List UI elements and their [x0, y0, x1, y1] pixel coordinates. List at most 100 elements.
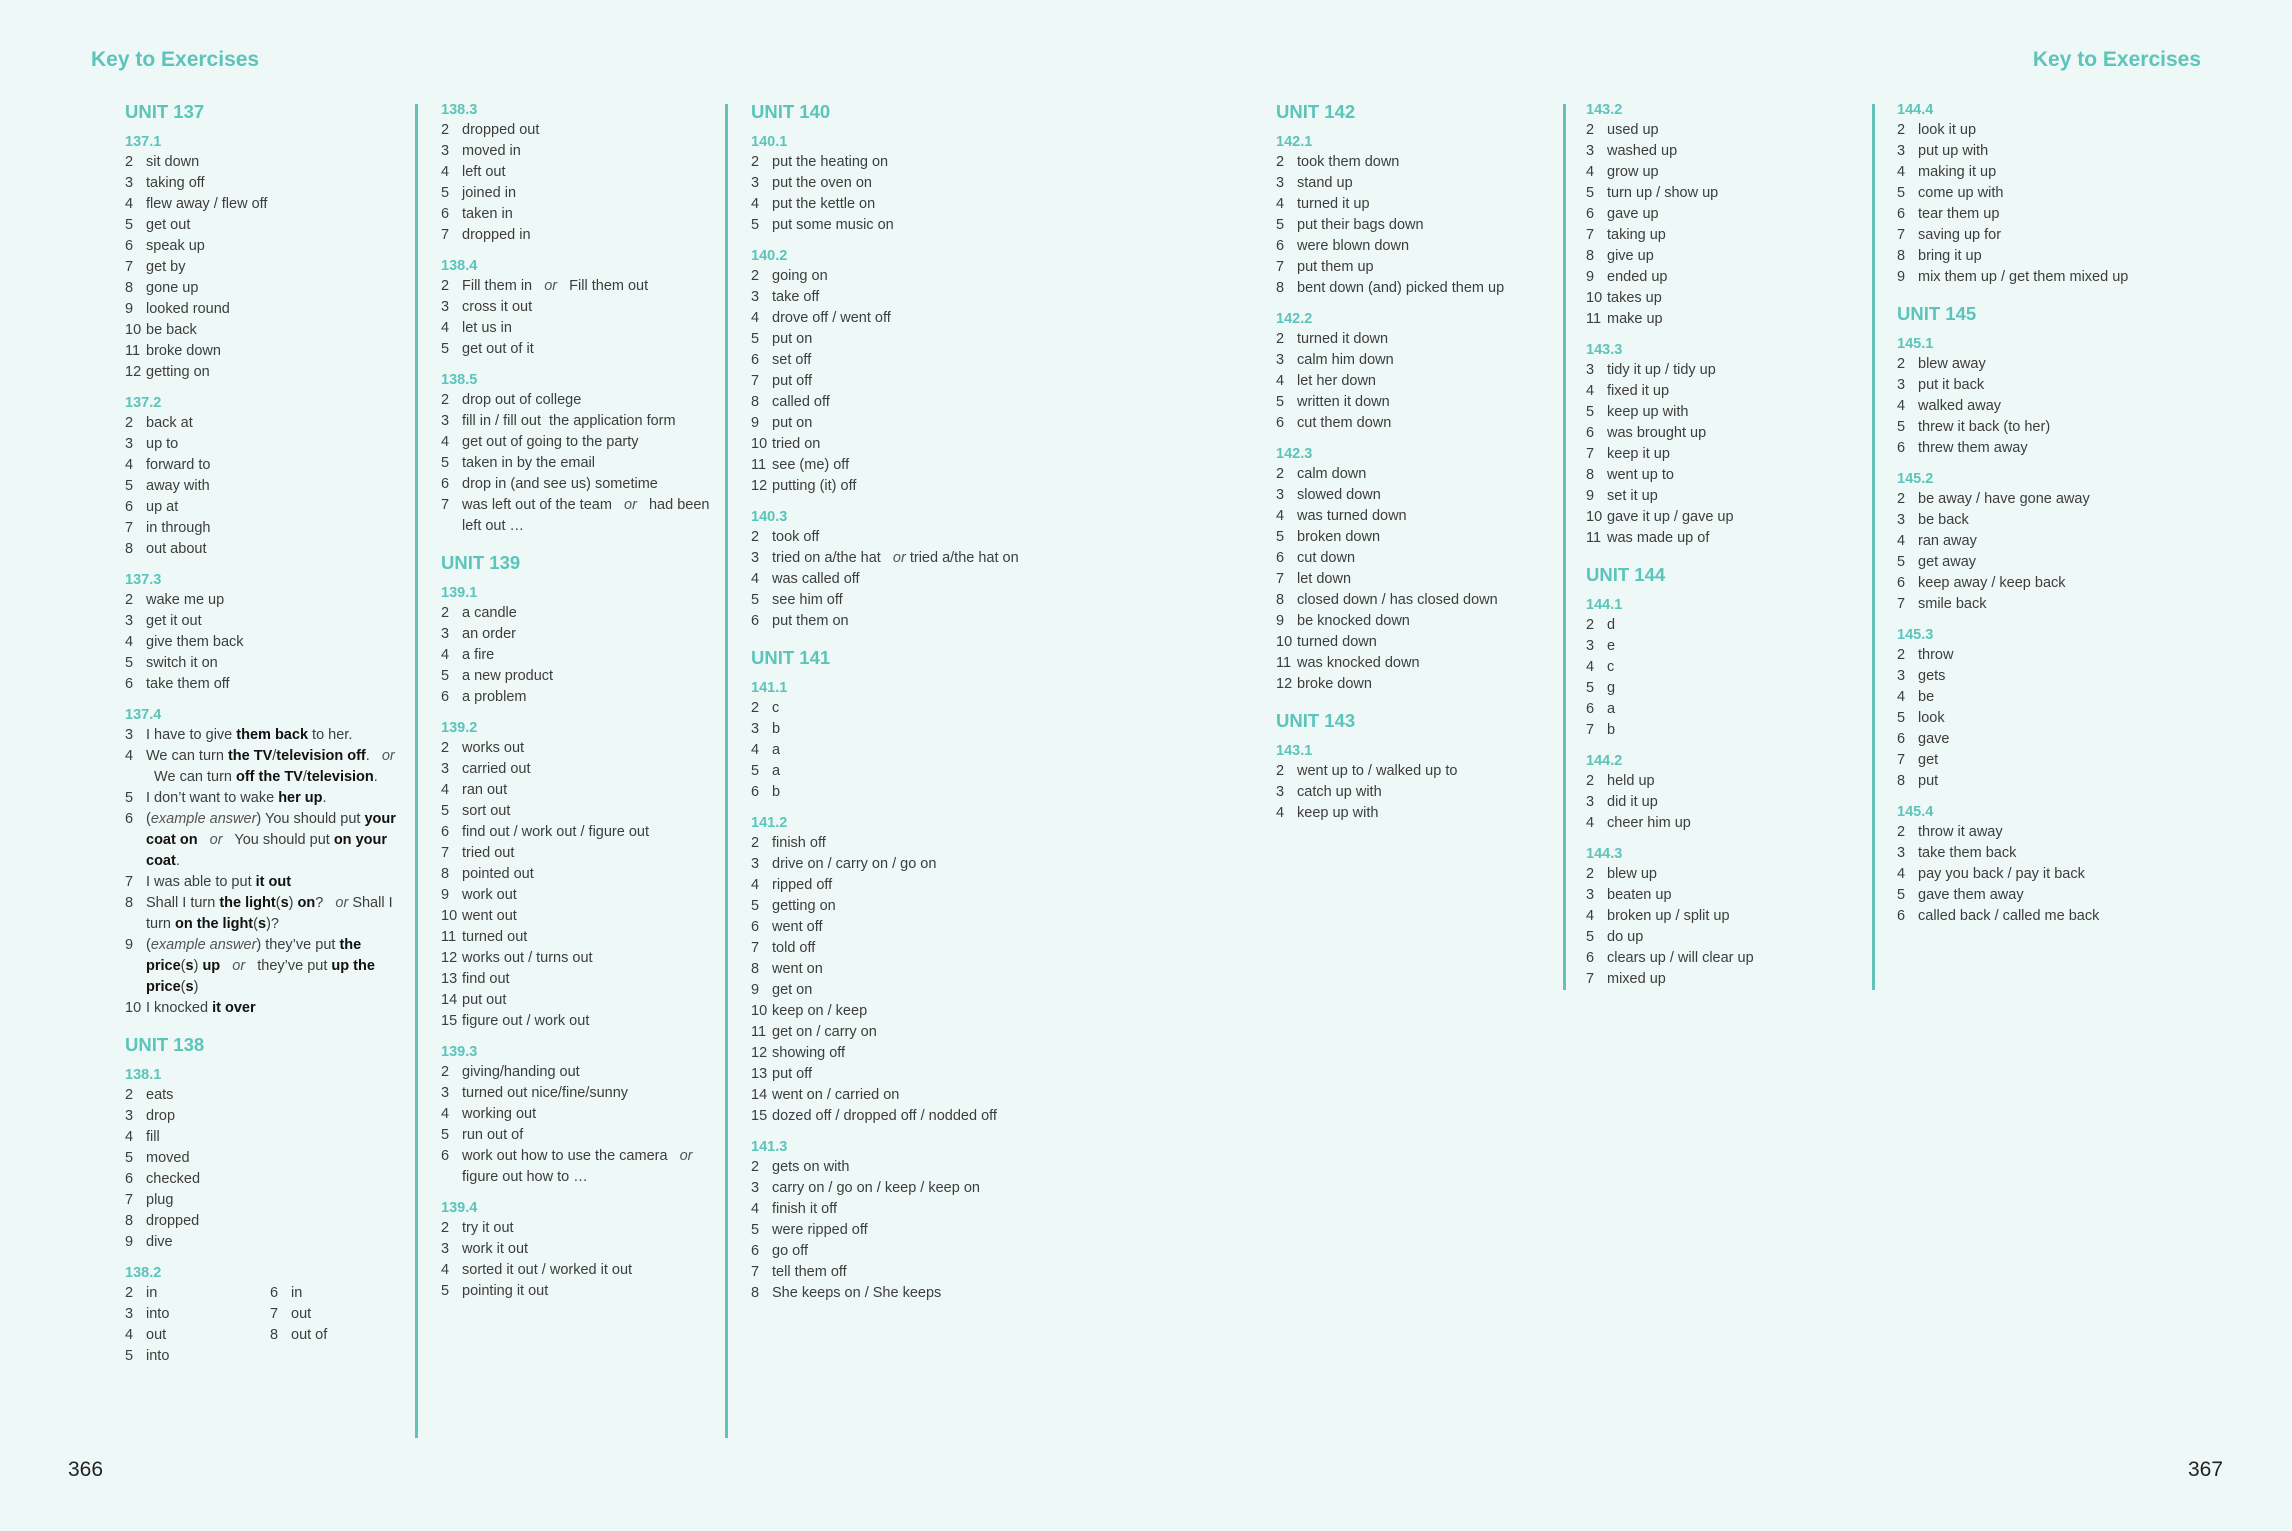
- answer-number: 4: [1586, 659, 1595, 675]
- answer-number: 4: [441, 434, 450, 450]
- answer-text: pointed out: [462, 866, 534, 882]
- answer-number: 7: [441, 497, 450, 513]
- answer-text: eats: [146, 1087, 174, 1103]
- answer-number: 4: [751, 742, 760, 758]
- answer-text: taking up: [1607, 227, 1666, 243]
- answer-number: 6: [125, 499, 134, 515]
- answer-text: in: [291, 1285, 303, 1301]
- answer-text: back at: [146, 415, 193, 431]
- answer-number: 7: [125, 874, 134, 890]
- answer-text: Shall I turn the light(s) on? or Shall I…: [146, 895, 393, 932]
- answer-number: 14: [441, 992, 458, 1008]
- answer-number: 11: [751, 1024, 767, 1040]
- answer-number: 2: [125, 154, 134, 170]
- answer-text: pointing it out: [462, 1283, 549, 1299]
- answer-text: look: [1918, 710, 1945, 726]
- answer-text: throw: [1918, 647, 1954, 663]
- answer-number: 3: [1897, 512, 1906, 528]
- answer-number: 7: [751, 1264, 760, 1280]
- answer-text: dive: [146, 1234, 173, 1250]
- answer-number: 11: [751, 457, 767, 473]
- answer-number: 5: [441, 1127, 450, 1143]
- answer-text: was brought up: [1607, 425, 1707, 441]
- answer-text: do up: [1607, 929, 1644, 945]
- answer-number: 4: [125, 457, 134, 473]
- answer-number: 7: [1897, 752, 1906, 768]
- answer-number: 7: [125, 259, 134, 275]
- answer-number: 13: [441, 971, 458, 987]
- answer-number: 12: [751, 478, 768, 494]
- answer-number: 8: [125, 1213, 134, 1229]
- answer-number: 3: [441, 143, 450, 159]
- answer-text: fill in / fill out the application form: [462, 413, 676, 429]
- answer-number: 7: [270, 1306, 279, 1322]
- answer-number: 2: [1276, 331, 1285, 347]
- answer-text: e: [1607, 638, 1616, 654]
- answer-text: a candle: [462, 605, 517, 621]
- answer-text: fill: [146, 1129, 160, 1145]
- answer-number: 6: [751, 613, 760, 629]
- answer-number: 3: [441, 626, 450, 642]
- answer-text: get on: [772, 982, 813, 998]
- answer-number: 2: [1586, 617, 1595, 633]
- column-rule: [1872, 104, 1875, 990]
- answer-text: fixed it up: [1607, 383, 1670, 399]
- answer-number: 8: [125, 895, 134, 911]
- answer-number: 3: [441, 761, 450, 777]
- answer-text: g: [1607, 680, 1616, 696]
- answer-number: 7: [441, 227, 450, 243]
- answer-number: 3: [441, 299, 450, 315]
- answer-text: keep on / keep: [772, 1003, 868, 1019]
- answer-text: took off: [772, 529, 820, 545]
- answer-number: 4: [1897, 866, 1906, 882]
- answer-text: go off: [772, 1243, 809, 1259]
- answer-text: b: [1607, 722, 1616, 738]
- answer-text: I knocked it over: [146, 1000, 256, 1016]
- exercise-number: 145.2: [1897, 471, 1934, 487]
- answer-number: 5: [1586, 185, 1595, 201]
- exercise-number: 144.1: [1586, 597, 1623, 613]
- answer-number: 5: [125, 1348, 134, 1364]
- answer-text: (example answer) You should put your coa…: [146, 811, 396, 869]
- answer-number: 5: [1897, 710, 1906, 726]
- answer-text: taking off: [146, 175, 205, 191]
- answer-number: 8: [751, 1285, 760, 1301]
- answer-text: put: [1918, 773, 1939, 789]
- exercise-number: 141.2: [751, 815, 788, 831]
- answer-number: 4: [441, 782, 450, 798]
- answer-number: 5: [125, 217, 134, 233]
